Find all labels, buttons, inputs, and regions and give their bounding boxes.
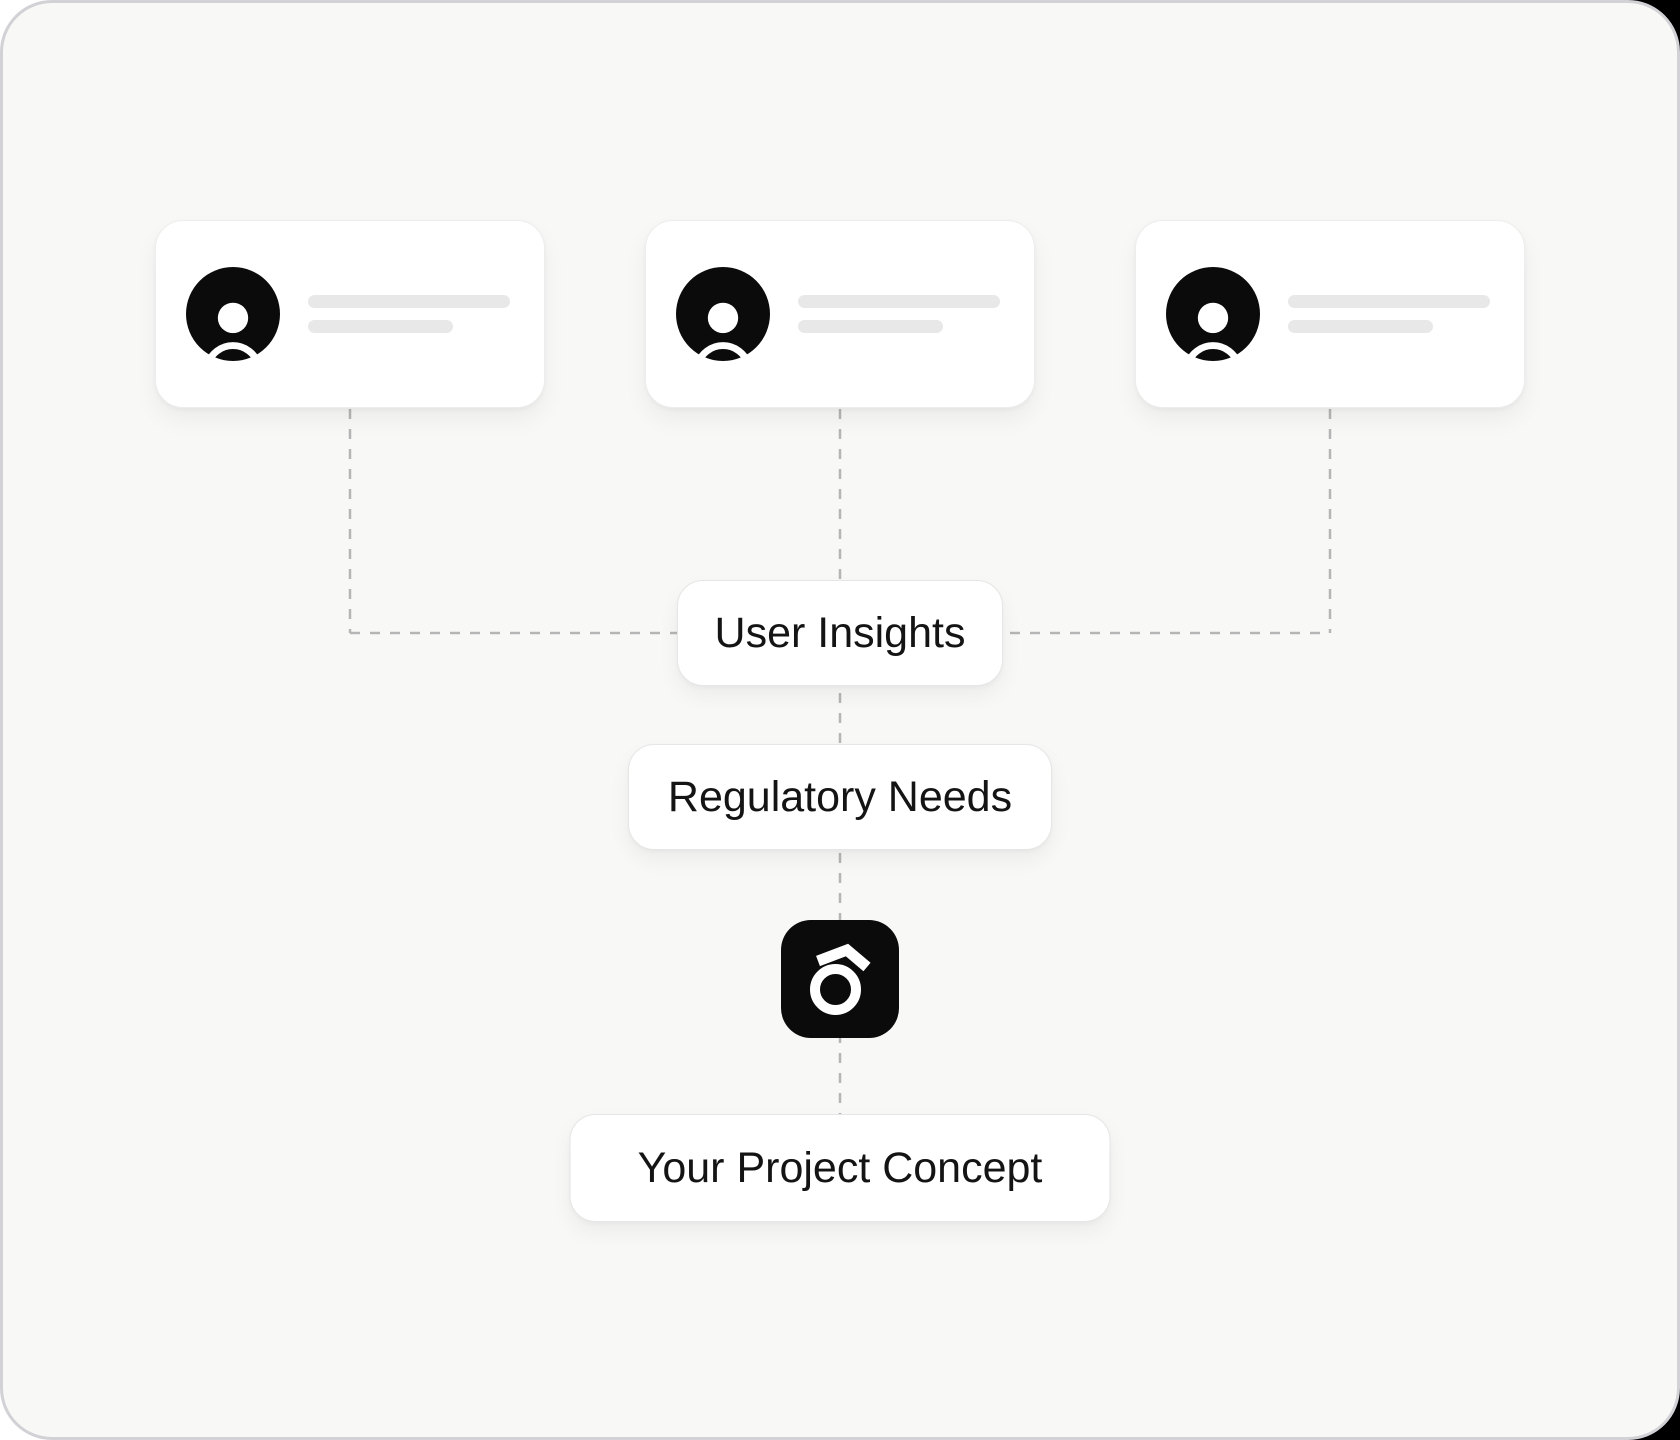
- user-card: [155, 220, 545, 408]
- placeholder-bar-long: [308, 295, 510, 308]
- regulatory-needs-node: Regulatory Needs: [628, 744, 1052, 850]
- placeholder-bar-short: [798, 320, 943, 333]
- project-concept-node: Your Project Concept: [569, 1114, 1111, 1222]
- placeholder-text-bars: [798, 295, 1000, 333]
- user-card: [1135, 220, 1525, 408]
- user-circle-icon: [676, 267, 770, 361]
- placeholder-text-bars: [1288, 295, 1490, 333]
- placeholder-bar-short: [1288, 320, 1433, 333]
- placeholder-bar-long: [1288, 295, 1490, 308]
- user-insights-node: User Insights: [677, 580, 1003, 686]
- user-insights-label: User Insights: [714, 608, 966, 657]
- ring-chevron-brand-icon: [810, 943, 871, 1015]
- placeholder-bar-long: [798, 295, 1000, 308]
- placeholder-bar-short: [308, 320, 453, 333]
- user-card: [645, 220, 1035, 408]
- project-concept-label: Your Project Concept: [637, 1143, 1043, 1192]
- placeholder-text-bars: [308, 295, 510, 333]
- regulatory-needs-label: Regulatory Needs: [667, 772, 1013, 821]
- brand-logo-tile: [781, 920, 899, 1038]
- user-circle-icon: [186, 267, 280, 361]
- user-circle-icon: [1166, 267, 1260, 361]
